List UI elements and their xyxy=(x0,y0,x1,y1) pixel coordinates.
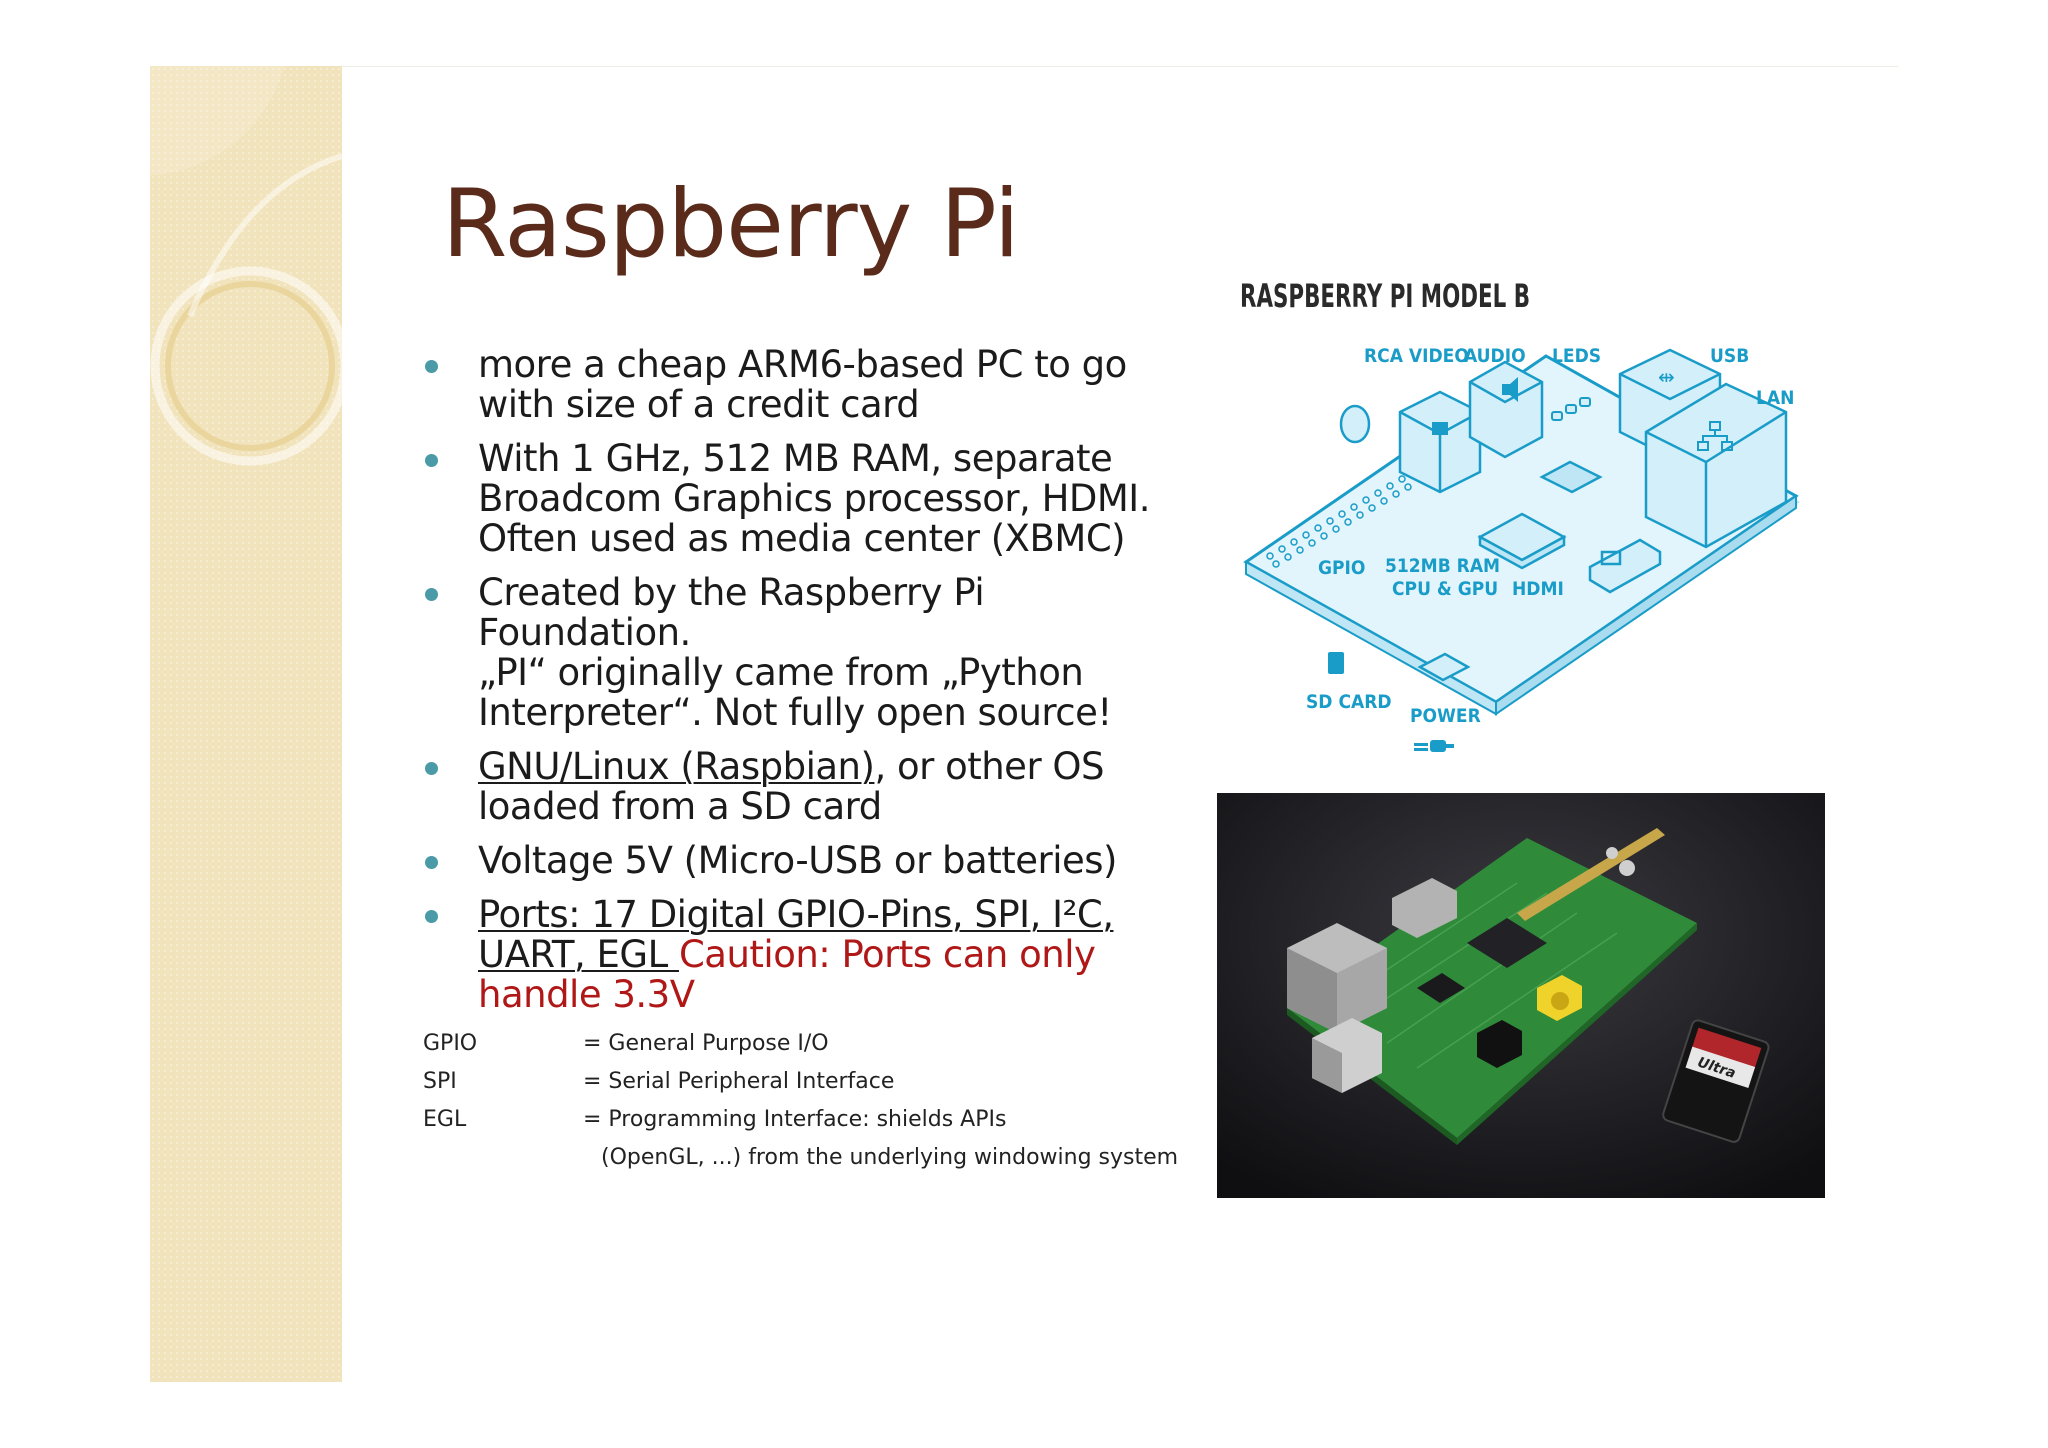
bullet-text: Often used as media center (XBMC) xyxy=(478,517,1126,560)
power-plug-icon xyxy=(1414,740,1454,752)
slide-title: Raspberry Pi xyxy=(442,170,1020,279)
abbreviation-definition: = Programming Interface: shields APIs xyxy=(583,1107,1007,1132)
abbreviation-term: SPI xyxy=(423,1069,457,1094)
abbreviation-term: EGL xyxy=(423,1107,467,1132)
label-cpu-gpu: CPU & GPU xyxy=(1392,578,1498,600)
bullet-text: Voltage 5V (Micro-USB or batteries) xyxy=(478,839,1117,882)
bullet-text: , or other OS xyxy=(874,745,1105,788)
cpu-icon xyxy=(1477,512,1567,570)
label-hdmi: HDMI xyxy=(1512,578,1564,600)
bullet-text: Interpreter“. Not fully open source! xyxy=(478,691,1112,734)
bullet-text: loaded from a SD card xyxy=(478,785,882,828)
raspbian-link[interactable]: GNU/Linux (Raspbian) xyxy=(478,745,875,788)
bullet-item: Voltage 5V (Micro-USB or batteries) xyxy=(420,841,1180,881)
label-gpio: GPIO xyxy=(1318,557,1365,579)
bullet-item: GNU/Linux (Raspbian), or other OS loaded… xyxy=(420,747,1180,827)
bullet-item: With 1 GHz, 512 MB RAM, separate Broadco… xyxy=(420,439,1180,559)
chip-icon xyxy=(1539,460,1603,494)
rca-video-icon xyxy=(1339,390,1482,494)
label-usb: USB xyxy=(1710,345,1749,367)
abbreviation-row: GPIO = General Purpose I/O xyxy=(423,1025,1178,1063)
sd-card-icon xyxy=(1328,652,1344,674)
ports-link[interactable]: Ports: 17 Digital GPIO-Pins, SPI, I²C, xyxy=(478,893,1114,936)
svg-text:⇹: ⇹ xyxy=(1658,365,1675,389)
bullet-text: with size of a credit card xyxy=(478,383,920,426)
bullet-dot-icon xyxy=(425,588,438,601)
bullet-text: „PI“ originally came from „Python xyxy=(478,651,1084,694)
bullet-text: Broadcom Graphics processor, HDMI. xyxy=(478,477,1150,520)
label-power: POWER xyxy=(1410,705,1481,727)
bullet-dot-icon xyxy=(425,762,438,775)
abbreviation-term: GPIO xyxy=(423,1031,478,1056)
label-lan: LAN xyxy=(1756,387,1794,409)
bullet-item: Ports: 17 Digital GPIO-Pins, SPI, I²C, U… xyxy=(420,895,1180,1015)
raspberry-pi-diagram: RASPBERRY PI MODEL B xyxy=(1240,277,1800,752)
caution-text: handle 3.3V xyxy=(478,973,695,1016)
bullet-dot-icon xyxy=(425,856,438,869)
bullet-dot-icon xyxy=(425,910,438,923)
bullet-dot-icon xyxy=(425,360,438,373)
bullet-dot-icon xyxy=(425,454,438,467)
bullet-list: more a cheap ARM6-based PC to go with si… xyxy=(420,345,1180,1029)
abbreviation-row: EGL = Programming Interface: shields API… xyxy=(423,1101,1178,1139)
power-port-icon xyxy=(1417,652,1471,682)
hdmi-icon xyxy=(1588,538,1662,594)
decorative-sidebar xyxy=(150,66,342,1382)
raspberry-pi-photo: Ultra xyxy=(1217,793,1825,1198)
abbreviation-row: SPI = Serial Peripheral Interface xyxy=(423,1063,1178,1101)
label-rca-video: RCA VIDEO xyxy=(1364,345,1469,367)
label-sd-card: SD CARD xyxy=(1306,691,1392,713)
abbreviation-definition: = Serial Peripheral Interface xyxy=(583,1069,895,1094)
bullet-text: Created by the Raspberry Pi Foundation. xyxy=(478,571,985,654)
label-ram: 512MB RAM xyxy=(1385,555,1500,577)
bullet-text: more a cheap ARM6-based PC to go xyxy=(478,343,1127,386)
diagram-title: RASPBERRY PI MODEL B xyxy=(1240,277,1530,315)
audio-icon xyxy=(1468,360,1544,459)
lan-icon xyxy=(1644,382,1788,549)
abbreviation-definition: = General Purpose I/O xyxy=(583,1031,829,1056)
bullet-item: Created by the Raspberry Pi Foundation. … xyxy=(420,573,1180,733)
ports-link-continued[interactable]: UART, EGL xyxy=(478,933,679,976)
leds-icon xyxy=(1551,397,1591,421)
bullet-item: more a cheap ARM6-based PC to go with si… xyxy=(420,345,1180,425)
bullet-text: With 1 GHz, 512 MB RAM, separate xyxy=(478,437,1113,480)
abbreviation-list: GPIO = General Purpose I/O SPI = Serial … xyxy=(423,1025,1178,1177)
abbreviation-continuation: (OpenGL, ...) from the underlying window… xyxy=(601,1145,1179,1170)
caution-text: Caution: Ports can only xyxy=(678,933,1096,976)
label-audio: AUDIO xyxy=(1464,345,1526,367)
label-leds: LEDS xyxy=(1552,345,1601,367)
